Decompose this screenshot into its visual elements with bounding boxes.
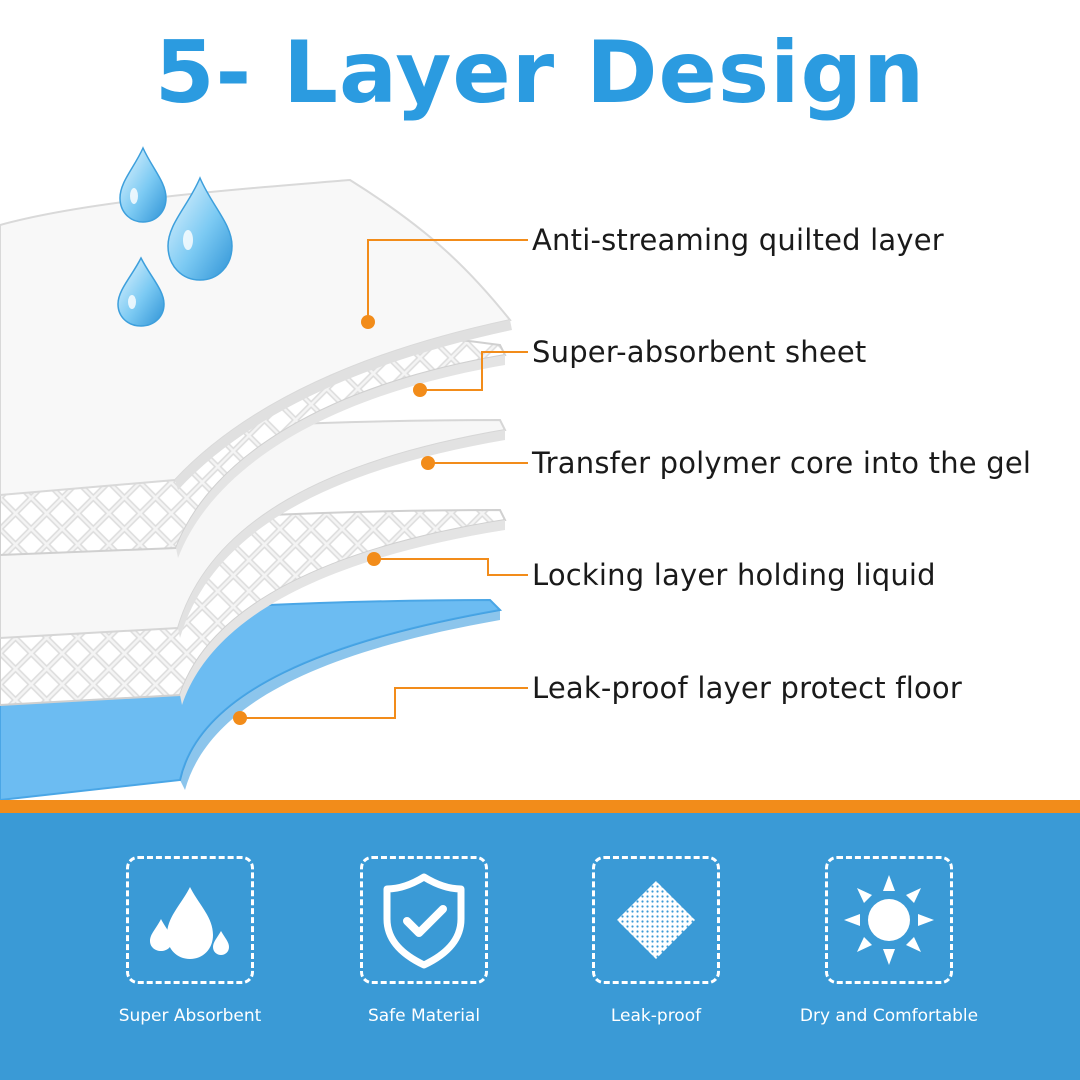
layer-locking-edge bbox=[180, 510, 505, 705]
layer-transfer-edge bbox=[178, 420, 505, 638]
layer-leakproof-edge bbox=[180, 600, 500, 790]
feature-label: Dry and Comfortable bbox=[799, 1006, 979, 1026]
layer-label-super-absorbent: Super-absorbent sheet bbox=[532, 335, 867, 369]
layer-top bbox=[0, 178, 512, 497]
feature-icon-frame bbox=[126, 856, 254, 984]
layer-absorbent-edge bbox=[176, 345, 505, 558]
water-drops-icon bbox=[150, 887, 229, 959]
sun-icon bbox=[844, 875, 934, 965]
feature-dry-comfortable: Dry and Comfortable bbox=[771, 856, 1007, 1046]
feature-label: Safe Material bbox=[367, 1006, 481, 1026]
feature-safe-material: Safe Material bbox=[306, 856, 542, 1046]
mesh-diamond-icon bbox=[617, 881, 695, 959]
shield-check-icon bbox=[383, 873, 465, 969]
layer-label-anti-streaming: Anti-streaming quilted layer bbox=[532, 223, 944, 257]
feature-leak-proof: Leak-proof bbox=[538, 856, 774, 1046]
feature-label: Leak-proof bbox=[610, 1006, 702, 1026]
feature-icon-frame bbox=[360, 856, 488, 984]
leader-dots bbox=[233, 315, 435, 725]
feature-icon-frame bbox=[825, 856, 953, 984]
layer-top-edge bbox=[175, 320, 512, 490]
layer-label-leak-proof: Leak-proof layer protect floor bbox=[532, 671, 962, 705]
feature-label: Super Absorbent bbox=[118, 1006, 262, 1026]
layer-label-locking: Locking layer holding liquid bbox=[532, 558, 936, 592]
feature-super-absorbent: Super Absorbent bbox=[72, 856, 308, 1046]
layer-label-transfer-polymer: Transfer polymer core into the gel bbox=[532, 446, 1032, 480]
feature-icon-frame bbox=[592, 856, 720, 984]
page-title: 5- Layer Design bbox=[154, 23, 926, 123]
layers-illustration bbox=[0, 146, 528, 800]
leader-lines bbox=[240, 239, 528, 719]
water-drops-icon bbox=[117, 146, 233, 327]
orange-divider bbox=[0, 800, 1080, 813]
